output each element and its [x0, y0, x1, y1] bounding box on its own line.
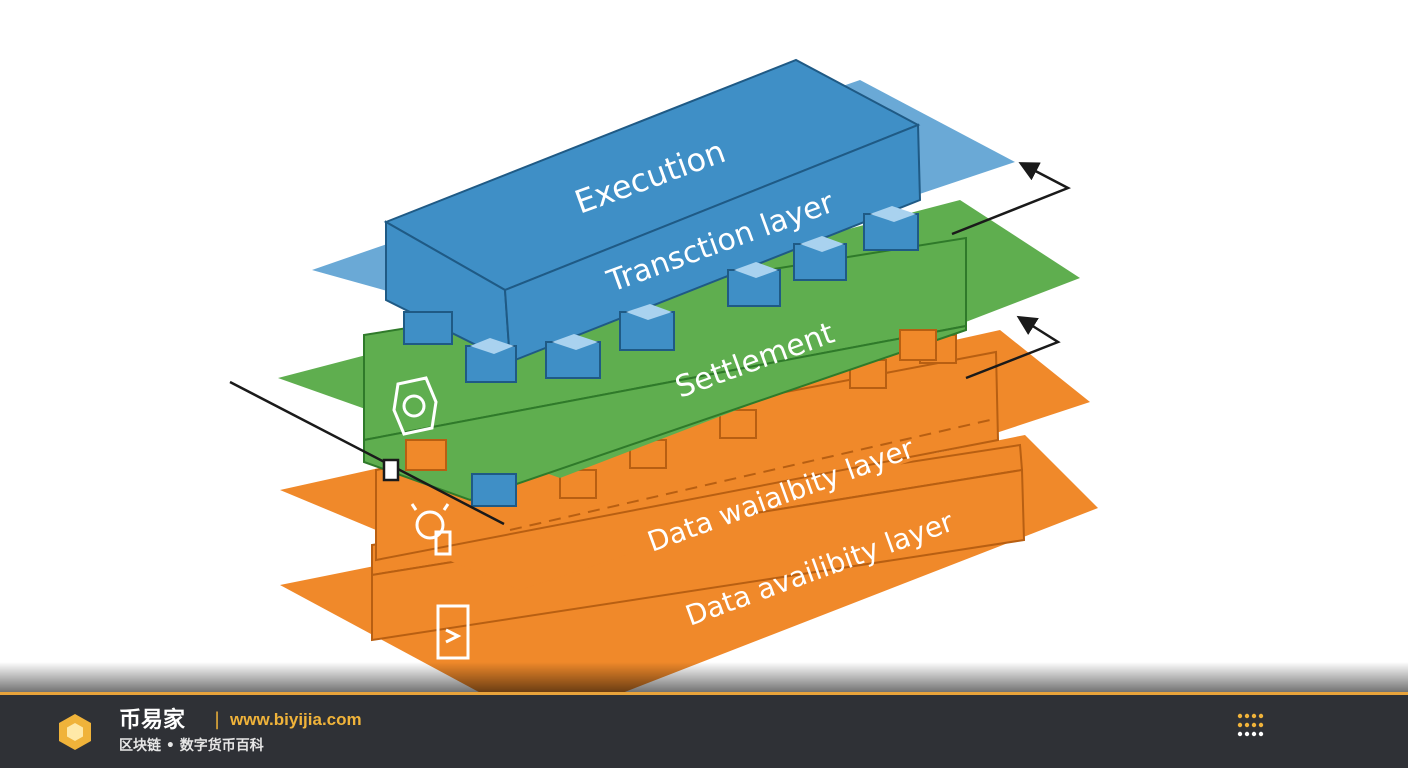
da-connector — [719, 409, 757, 439]
da-lower-block-front — [371, 468, 1026, 642]
execution-layer — [312, 58, 1015, 383]
footer-bar: 币易家 | www.biyijia.com 区块链 • 数字货币百科 — [0, 692, 1408, 768]
da-connector — [849, 359, 887, 389]
settlement-connector — [405, 439, 447, 471]
settlement-block-lower — [363, 324, 967, 502]
execution-cube-tops — [470, 206, 916, 354]
terminal-icon — [436, 604, 470, 660]
brand-url-link[interactable]: www.biyijia.com — [230, 710, 362, 729]
gear-icon — [392, 376, 438, 436]
settlement-connector — [899, 329, 937, 361]
bug-icon — [410, 503, 452, 556]
pointer-line — [229, 380, 505, 526]
settlement-connector — [471, 473, 517, 507]
da-upper-dashed-line — [509, 419, 991, 531]
data-availability-upper-layer — [280, 330, 1090, 590]
grid-dots-icon[interactable] — [1236, 712, 1266, 742]
arrow-icon — [951, 162, 1071, 236]
arrow-icon — [965, 315, 1061, 380]
hexagon-logo-icon — [59, 714, 91, 750]
pointer-marker — [382, 458, 400, 482]
execution-block-side — [503, 123, 922, 364]
brand-separator: | — [214, 709, 221, 730]
brand-name: 币易家 — [119, 708, 186, 733]
footer-shadow — [0, 662, 1408, 692]
brand-tagline: 区块链 • 数字货币百科 — [119, 738, 264, 754]
